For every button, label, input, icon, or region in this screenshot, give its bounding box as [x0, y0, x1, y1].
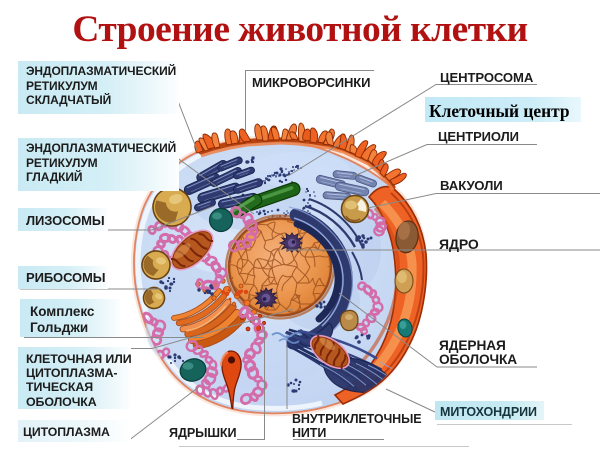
golgi-label: Комплекс Гольджи — [30, 304, 95, 335]
centrioles-label: ЦЕНТРИОЛИ — [438, 129, 519, 144]
tan-blob-art — [339, 309, 359, 332]
centrioles-leader — [353, 144, 537, 177]
er-rough-label: ЭНДОПЛАЗМАТИЧЕСКИЙ РЕТИКУЛУМ СКЛАДЧАТЫЙ — [26, 64, 177, 108]
cell-membrane-highlight — [18, 347, 131, 409]
nucleoli-art — [253, 232, 304, 310]
ribosomes-highlight — [18, 266, 108, 289]
leader-lines-faint — [179, 424, 572, 447]
nucleoli-leader — [237, 327, 265, 440]
lysosome-yellow-2-art — [141, 250, 171, 280]
mitochondrion-right-art — [309, 334, 351, 370]
cytoplasm-highlight — [18, 420, 131, 442]
lysosome-chain-tr-art — [365, 208, 387, 237]
er-smooth-label: ЭНДОПЛАЗМАТИЧЕСКИЙ РЕТИКУЛУМ ГЛАДКИЙ — [26, 141, 177, 185]
mitochondria-label: МИТОХОНДРИИ — [440, 405, 537, 419]
centrosome-label: ЦЕНТРОСОМА — [440, 69, 534, 85]
cell-membrane-label: КЛЕТОЧНАЯ ИЛИ ЦИТОПЛАЗМА- ТИЧЕСКАЯ ОБОЛО… — [26, 351, 132, 409]
green-organelle-art — [230, 182, 301, 219]
vacuole-art — [340, 194, 370, 224]
er-smooth-highlight — [18, 138, 179, 191]
rough-er-art — [183, 156, 263, 212]
ribosome-dots-art — [159, 156, 373, 393]
teal-ball-1-art — [208, 207, 234, 233]
lysosome-chain-center-art — [238, 305, 268, 405]
golgi-art — [171, 278, 266, 350]
nuclear-envelope-label: ЯДЕРНАЯ ОБОЛОЧКА — [439, 337, 518, 368]
vacuoles-label: ВАКУОЛИ — [440, 178, 503, 193]
intracellular-filaments-label: ВНУТРИКЛЕТОЧНЫЕ НИТИ — [292, 411, 422, 440]
teal-ball-2-art — [179, 358, 207, 382]
lysosomes-highlight — [18, 208, 108, 231]
mitochondria-highlight — [435, 401, 544, 420]
nucleoli-label: ЯДРЫШКИ — [169, 426, 237, 440]
lysosomes-label: ЛИЗОСОМЫ — [26, 212, 105, 228]
lysosome-chain-right-art — [355, 281, 384, 336]
microvilli-label: МИКРОВОРСИНКИ — [252, 74, 371, 90]
wavy-threads-art — [271, 332, 303, 344]
vacuoles-leader — [367, 193, 600, 209]
cytoplasm-label: ЦИТОПЛАЗМА — [23, 425, 110, 439]
microvilli-leader — [245, 70, 374, 131]
cell-center-label: Клеточный центр — [429, 101, 570, 121]
nucleus-label: ЯДРО — [439, 236, 479, 252]
cell-center-highlight — [425, 97, 581, 122]
microvilli-art — [194, 122, 407, 191]
er-rough-highlight — [18, 61, 179, 114]
ribosomes-label: РИБОСОМЫ — [26, 269, 106, 285]
page-title: Строение животной клетки — [72, 9, 528, 50]
mitochondria-leader — [385, 388, 438, 414]
mitochondrion-left-art — [170, 229, 214, 271]
centrosome-leader — [287, 84, 537, 177]
golgi-highlight — [20, 299, 121, 337]
lysosome-yellow-1-art — [152, 187, 192, 227]
nuclear-envelope-leader — [338, 292, 537, 368]
